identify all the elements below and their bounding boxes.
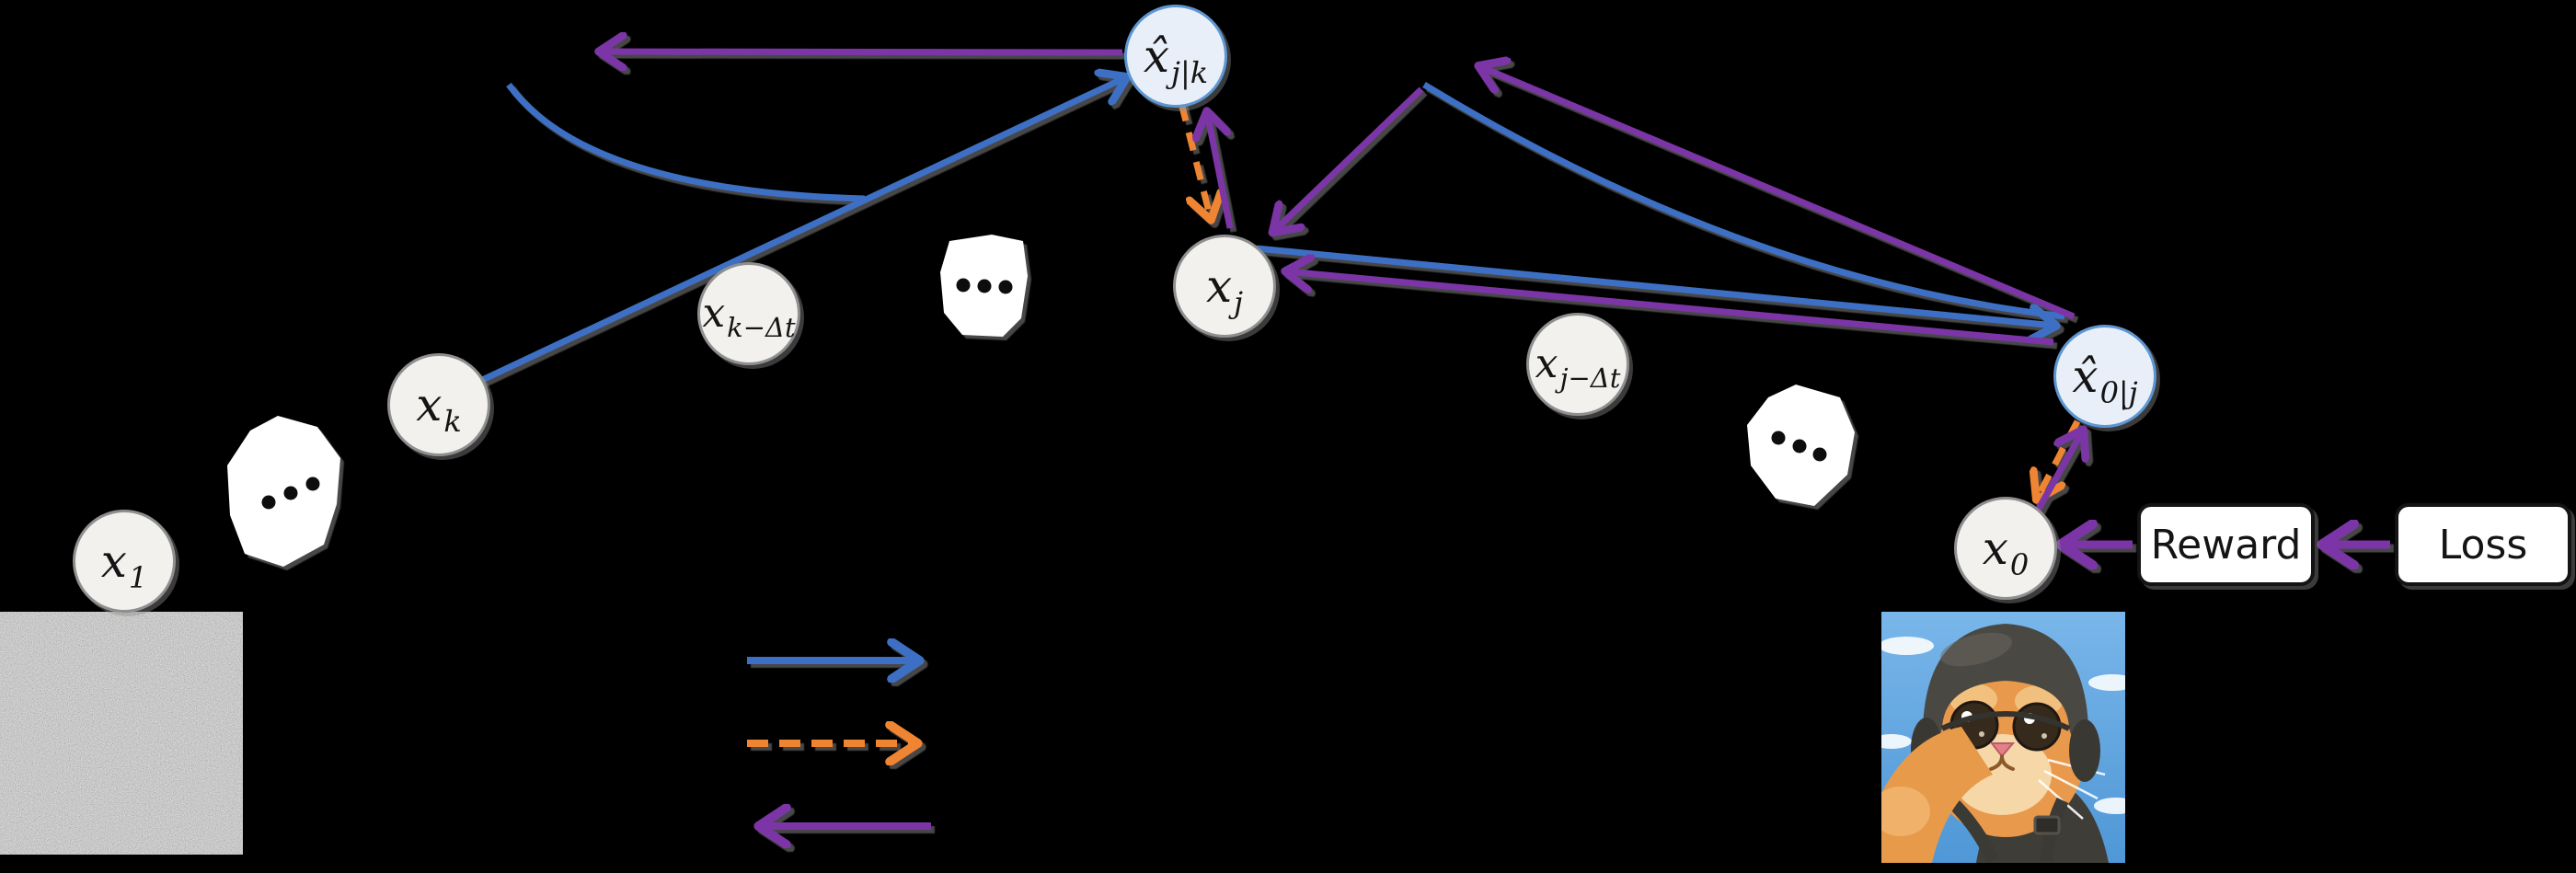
cat-buckle bbox=[2033, 815, 2061, 835]
node-xj-label: xj bbox=[1205, 259, 1244, 321]
cloud-shapes bbox=[1881, 637, 2125, 814]
grad-arrow-xhat0j-to-peak bbox=[1479, 66, 2076, 320]
node-xhat-j-given-k: x̂j|k bbox=[1124, 5, 1227, 108]
reward-box: Reward bbox=[2137, 503, 2315, 586]
cat-nose bbox=[1989, 742, 2016, 758]
node-xj-minus-dt: xj−Δt bbox=[1526, 313, 1629, 416]
cat-helmet-rim bbox=[1940, 711, 2071, 731]
noise-arrow-xhatjk-to-xj bbox=[1178, 102, 1211, 219]
node-xk-label: xk bbox=[416, 378, 462, 440]
noise-arrow-xhat0j-to-x0 bbox=[2037, 419, 2081, 499]
node-xj-minus-dt-label: xj−Δt bbox=[1535, 340, 1621, 395]
grad-arrow-xj-to-xhatjk bbox=[1207, 112, 1234, 229]
cat-paw bbox=[1881, 787, 1930, 836]
node-xk-minus-dt-label: xk−Δt bbox=[702, 290, 796, 344]
noise-image bbox=[0, 612, 243, 855]
ellipsis-blob-1 bbox=[227, 416, 340, 567]
solver-arrow-xk-to-xhatjk bbox=[478, 77, 1126, 385]
solver-arrow-xj-to-xhat0j bbox=[1256, 245, 2055, 326]
loss-box-label: Loss bbox=[2438, 521, 2528, 569]
ellipsis-blob-2 bbox=[940, 235, 1028, 337]
node-xk-minus-dt: xk−Δt bbox=[697, 262, 800, 365]
node-xk: xk bbox=[387, 353, 490, 456]
node-xj: xj bbox=[1173, 235, 1276, 338]
node-xhat-0-given-j-label: x̂0|j bbox=[2072, 350, 2138, 411]
ode-arc-left bbox=[506, 82, 866, 202]
node-x1: x1 bbox=[73, 510, 176, 613]
cat-image bbox=[1881, 612, 2125, 863]
node-x0-label: x0 bbox=[1982, 522, 2030, 583]
reward-box-label: Reward bbox=[2150, 521, 2302, 569]
cat-ear-flap-right bbox=[2069, 719, 2100, 782]
ellipsis-blob-3 bbox=[1747, 385, 1855, 506]
node-x1-label: x1 bbox=[100, 534, 148, 596]
ode-arc-right bbox=[1422, 82, 2065, 320]
node-xhat-j-given-k-label: x̂j|k bbox=[1143, 29, 1209, 91]
loss-box: Loss bbox=[2395, 503, 2571, 586]
cat-mouth bbox=[1989, 754, 2015, 771]
cat-helmet-highlight bbox=[1939, 632, 2013, 667]
grad-arrow-xhat0j-to-xj bbox=[1286, 271, 2054, 346]
grad-arrow-x0-to-xhat0j bbox=[2031, 431, 2083, 517]
grad-arrow-peak-to-xj bbox=[1273, 86, 1424, 232]
node-xhat-0-given-j: x̂0|j bbox=[2053, 325, 2156, 428]
node-x0: x0 bbox=[1954, 497, 2057, 600]
